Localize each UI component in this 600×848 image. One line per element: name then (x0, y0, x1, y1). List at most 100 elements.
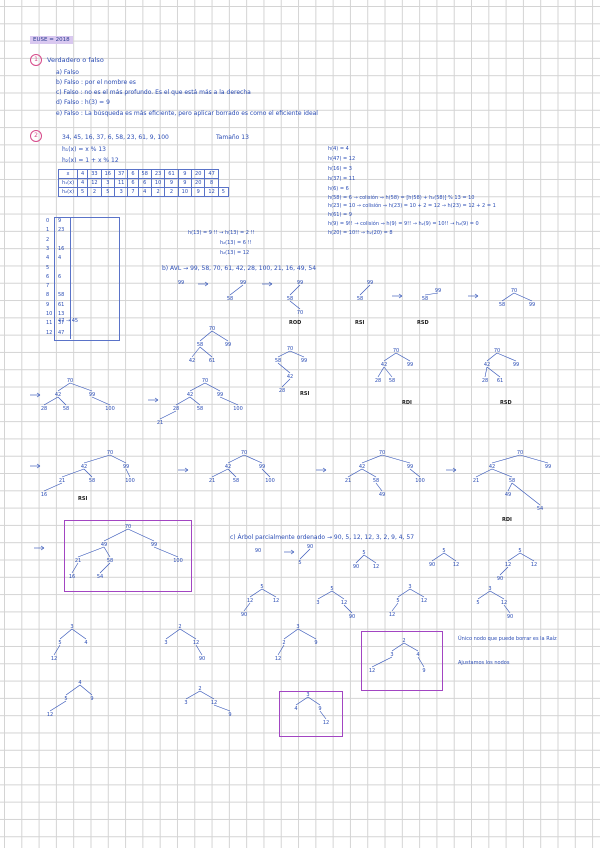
tree-node: 99 (513, 362, 519, 368)
tree-edge (290, 301, 300, 309)
tree-edge (214, 705, 230, 711)
tree-node: 58 (89, 478, 95, 484)
tree-edge (508, 553, 520, 561)
tree-node: 90 (199, 656, 205, 662)
tree-edge (492, 469, 512, 477)
tree-node: 12 (421, 598, 427, 604)
tree-edge (104, 529, 128, 541)
tree-edge (300, 549, 310, 559)
tree-edge (404, 643, 418, 651)
tree-node: 12 (323, 720, 329, 726)
tree-edge (66, 685, 80, 695)
tree-edge (344, 605, 352, 613)
tree-edge (444, 553, 456, 561)
tree-node: 90 (349, 614, 355, 620)
tree-edge (378, 367, 384, 377)
tree-edge (44, 483, 62, 491)
tree-edge (362, 469, 376, 477)
tree-edge (278, 363, 290, 373)
tree-node: 70 (297, 310, 303, 316)
tree-edge (290, 351, 304, 357)
tree-edge (92, 397, 110, 405)
tree-node: 99 (178, 280, 184, 286)
tree-edge (192, 347, 200, 357)
tree-edge (376, 483, 382, 491)
tree-edge (284, 629, 298, 639)
tree-node: 61 (209, 358, 215, 364)
tree-edge (104, 547, 110, 557)
tree-edge (296, 697, 308, 705)
tree-edge (62, 469, 84, 477)
tree-node: 12 (275, 656, 281, 662)
tree-edge (262, 589, 276, 597)
tree-edge (60, 629, 72, 639)
tree-node: 99 (407, 362, 413, 368)
tree-edge (228, 455, 244, 463)
tree-node: 90 (507, 614, 513, 620)
tree-node: 3 (164, 640, 167, 646)
tree-edge (418, 657, 424, 667)
tree-edge (176, 397, 190, 405)
tree-edge (250, 589, 262, 597)
tree-edge (78, 547, 104, 557)
tree-edge (320, 711, 326, 719)
tree-node: 28 (375, 378, 381, 384)
tree-node: 58 (389, 378, 395, 384)
tree-edge (205, 383, 220, 391)
tree-edge (50, 701, 66, 711)
tree-node: 99 (301, 358, 307, 364)
tree-edge (54, 645, 60, 655)
tree-edge (382, 455, 410, 463)
tree-edge (490, 591, 504, 599)
tree-edge (332, 591, 344, 599)
tree-edge (508, 483, 512, 491)
tree-edge (80, 685, 92, 695)
tree-edge (186, 691, 200, 699)
tree-edge (84, 455, 110, 463)
tree-edge (58, 397, 66, 405)
tree-node: 16 (41, 492, 47, 498)
tree-edge (432, 553, 444, 561)
tree-edge (398, 589, 410, 597)
tree-edge (180, 629, 196, 639)
tree-node: 5 (298, 560, 301, 566)
tree-edge (384, 353, 396, 361)
tree-edge (100, 563, 110, 573)
tree-edge (278, 645, 284, 655)
tree-edge (478, 591, 490, 599)
tree-edge (504, 605, 510, 613)
tree-node: 12 (47, 712, 53, 718)
tree-edge (84, 469, 92, 477)
tree-edge (166, 629, 180, 639)
tree-edge (410, 469, 420, 477)
tree-edge (487, 367, 500, 377)
tree-node: 58 (63, 406, 69, 412)
tree-node: 12 (273, 598, 279, 604)
tree-edge (58, 383, 70, 391)
tree-node: 21 (209, 478, 215, 484)
tree-node: 12 (531, 562, 537, 568)
tree-edge (190, 397, 200, 405)
tree-node: 4 (294, 706, 297, 712)
tree-node: 58 (499, 302, 505, 308)
tree-edge (520, 455, 548, 463)
tree-edge (200, 347, 212, 357)
tree-edge (262, 469, 270, 477)
tree-edge (154, 547, 178, 557)
tree-edge (497, 353, 516, 361)
tree-node: 12 (373, 564, 379, 570)
tree-node: 61 (497, 378, 503, 384)
tree-edge (72, 563, 78, 573)
tree-edge (356, 555, 364, 563)
tree-edge (500, 567, 508, 575)
tree-node: 9 (228, 712, 231, 718)
tree-edge (396, 353, 410, 361)
tree-edge (492, 455, 520, 463)
tree-edge (487, 353, 497, 361)
tree-node: 58 (233, 478, 239, 484)
tree-node: 12 (51, 656, 57, 662)
tree-edge (476, 469, 492, 477)
tree-node: 90 (429, 562, 435, 568)
tree-edge (360, 285, 370, 295)
tree-edge (384, 367, 392, 377)
